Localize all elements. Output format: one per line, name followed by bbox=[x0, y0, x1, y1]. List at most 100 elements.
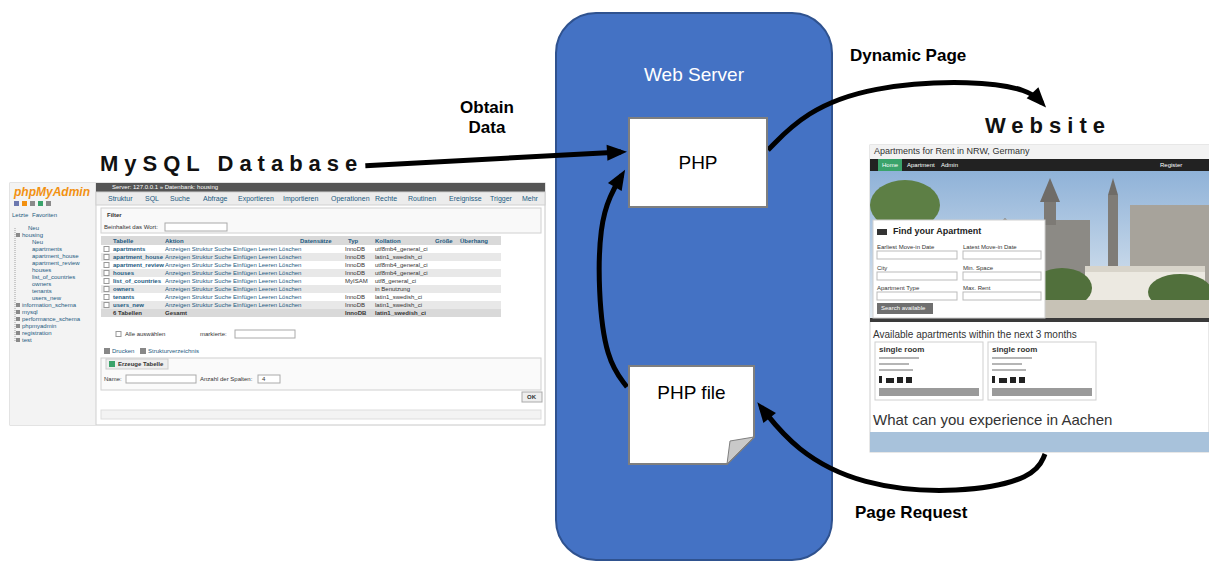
screenshot-text: Datensätze bbox=[300, 238, 332, 244]
screenshot-text: Anzeigen Struktur Suche Einfügen Leeren … bbox=[165, 254, 301, 260]
screenshot-text: Abfrage bbox=[203, 195, 228, 202]
label-box: utf8_general_ci bbox=[375, 278, 416, 284]
ok-button bbox=[522, 392, 542, 402]
label-box: Beinhaltet das Wort: bbox=[104, 224, 158, 230]
screenshot-text: houses bbox=[32, 267, 51, 273]
screenshot-text: latin1_swedish_ci bbox=[375, 294, 422, 300]
screenshot-text: Neu bbox=[32, 239, 43, 245]
label-box: apartment_review bbox=[113, 262, 164, 268]
document-body bbox=[629, 366, 754, 464]
server-shape bbox=[556, 13, 832, 560]
tree-line bbox=[15, 228, 16, 341]
screenshot-text: utf8mb4_general_ci bbox=[375, 246, 428, 252]
table-row bbox=[101, 301, 501, 309]
label-box: Search available bbox=[881, 305, 925, 311]
label-box: Earliest Move-in Date bbox=[877, 244, 934, 250]
form-input bbox=[877, 272, 957, 280]
card-icon bbox=[1010, 377, 1016, 383]
table-row bbox=[101, 253, 501, 261]
label-box: Anzeigen Struktur Suche Einfügen Leeren … bbox=[165, 286, 301, 292]
label-box: Routinen bbox=[408, 195, 436, 202]
label-box: Apartment bbox=[907, 162, 935, 168]
toolbar-icon bbox=[38, 201, 43, 206]
label-box: Anzeigen Struktur Suche Einfügen Leeren … bbox=[165, 262, 301, 268]
screenshot-text: Letzte bbox=[12, 212, 28, 218]
db-icon bbox=[16, 317, 20, 321]
label-box: utf8mb4_general_ci bbox=[375, 246, 428, 252]
screenshot-text: utf8mb4_general_ci bbox=[375, 262, 428, 268]
screenshot-text: Alle auswählen bbox=[125, 331, 165, 337]
screenshot-text: Erzeuge Tabelle bbox=[118, 361, 163, 367]
label-box: Anzeigen Struktur Suche Einfügen Leeren … bbox=[165, 302, 301, 308]
toolbar-icon bbox=[46, 201, 51, 206]
screenshot-text: test bbox=[22, 337, 32, 343]
card-line bbox=[992, 357, 1032, 359]
screenshot-text: Anzeigen Struktur Suche Einfügen Leeren … bbox=[165, 270, 301, 276]
screenshot-text: owners bbox=[113, 286, 134, 292]
screenshot-text: Mehr bbox=[522, 195, 538, 202]
screenshot-text: Min. Space bbox=[963, 265, 993, 271]
label-box: mysql bbox=[22, 309, 38, 315]
label-box: latin1_swedish_ci bbox=[375, 254, 422, 260]
screenshot-text: users_new bbox=[113, 302, 144, 308]
label-box: Importieren bbox=[283, 195, 318, 202]
checkbox bbox=[104, 263, 109, 268]
screenshot-text: Anzeigen Struktur Suche Einfügen Leeren … bbox=[165, 246, 301, 252]
card-icon bbox=[992, 376, 995, 383]
screenshot-text: housing bbox=[22, 232, 43, 238]
label-box: users_new bbox=[32, 295, 61, 301]
toolbar-icon bbox=[30, 201, 35, 206]
label-box: tenants bbox=[113, 294, 134, 300]
checkbox bbox=[104, 247, 109, 252]
screenshot-text: OK bbox=[527, 394, 536, 400]
label-box: apartment_review bbox=[32, 260, 80, 266]
label-box: Min. Space bbox=[963, 265, 993, 271]
checkbox bbox=[104, 287, 109, 292]
screenshot-text: InnoDB bbox=[345, 262, 365, 268]
screenshot-text: Admin bbox=[941, 162, 958, 168]
screenshot-text: City bbox=[877, 265, 887, 271]
screenshot-text: Search available bbox=[881, 305, 925, 311]
db-icon bbox=[16, 303, 20, 307]
nav-bar bbox=[870, 159, 1209, 171]
label-box: tenants bbox=[32, 288, 52, 294]
label-box: Tabelle bbox=[113, 238, 133, 244]
select-box bbox=[235, 330, 295, 338]
label-box: SQL bbox=[145, 195, 159, 202]
checkbox bbox=[116, 332, 121, 337]
label-box: Rechte bbox=[375, 195, 397, 202]
filter-box bbox=[101, 208, 541, 233]
label-box: latin1_swedish_ci bbox=[375, 302, 422, 308]
label-box: apartments bbox=[32, 246, 62, 252]
screenshot-text: single room bbox=[879, 346, 924, 354]
screenshot-text: owners bbox=[32, 281, 51, 287]
form-input bbox=[963, 251, 1041, 259]
photo-spire bbox=[1108, 178, 1118, 195]
screenshot-text: Filter bbox=[107, 212, 122, 218]
label-box: utf8mb4_general_ci bbox=[375, 262, 428, 268]
screenshot-text: 4 bbox=[262, 376, 265, 382]
screenshot-text: Suche bbox=[170, 195, 190, 202]
screenshot-text: Operationen bbox=[331, 195, 370, 202]
label-box: Obtain Data bbox=[455, 98, 519, 139]
screenshot-text: registration bbox=[22, 330, 52, 336]
label-box: What can you experience in Aachen bbox=[873, 412, 1112, 427]
edge-label: Dynamic Page bbox=[850, 46, 966, 66]
screenshot-text: latin1_swedish_ci bbox=[375, 310, 426, 316]
form-input bbox=[877, 251, 957, 259]
search-form bbox=[873, 220, 1045, 318]
label-box: single room bbox=[879, 346, 924, 354]
screenshot-text: in Benutzung bbox=[375, 286, 410, 292]
server-bar bbox=[96, 183, 545, 192]
screenshot-text: list_of_countries bbox=[32, 274, 75, 280]
label-box: Server: 127.0.0.1 » Datenbank: housing bbox=[112, 184, 218, 190]
label-box: Latest Move-in Date bbox=[963, 244, 1017, 250]
checkbox bbox=[104, 303, 109, 308]
db-icon bbox=[16, 331, 20, 335]
node-text: Website bbox=[985, 113, 1111, 138]
label-box: Anzeigen Struktur Suche Einfügen Leeren … bbox=[165, 246, 301, 252]
screenshot-text: Drucken bbox=[112, 348, 134, 354]
screenshot-text: latin1_swedish_ci bbox=[375, 302, 422, 308]
screenshot-text: Strukturverzeichnis bbox=[148, 348, 199, 354]
screenshot-text: Max. Rent bbox=[963, 285, 990, 291]
